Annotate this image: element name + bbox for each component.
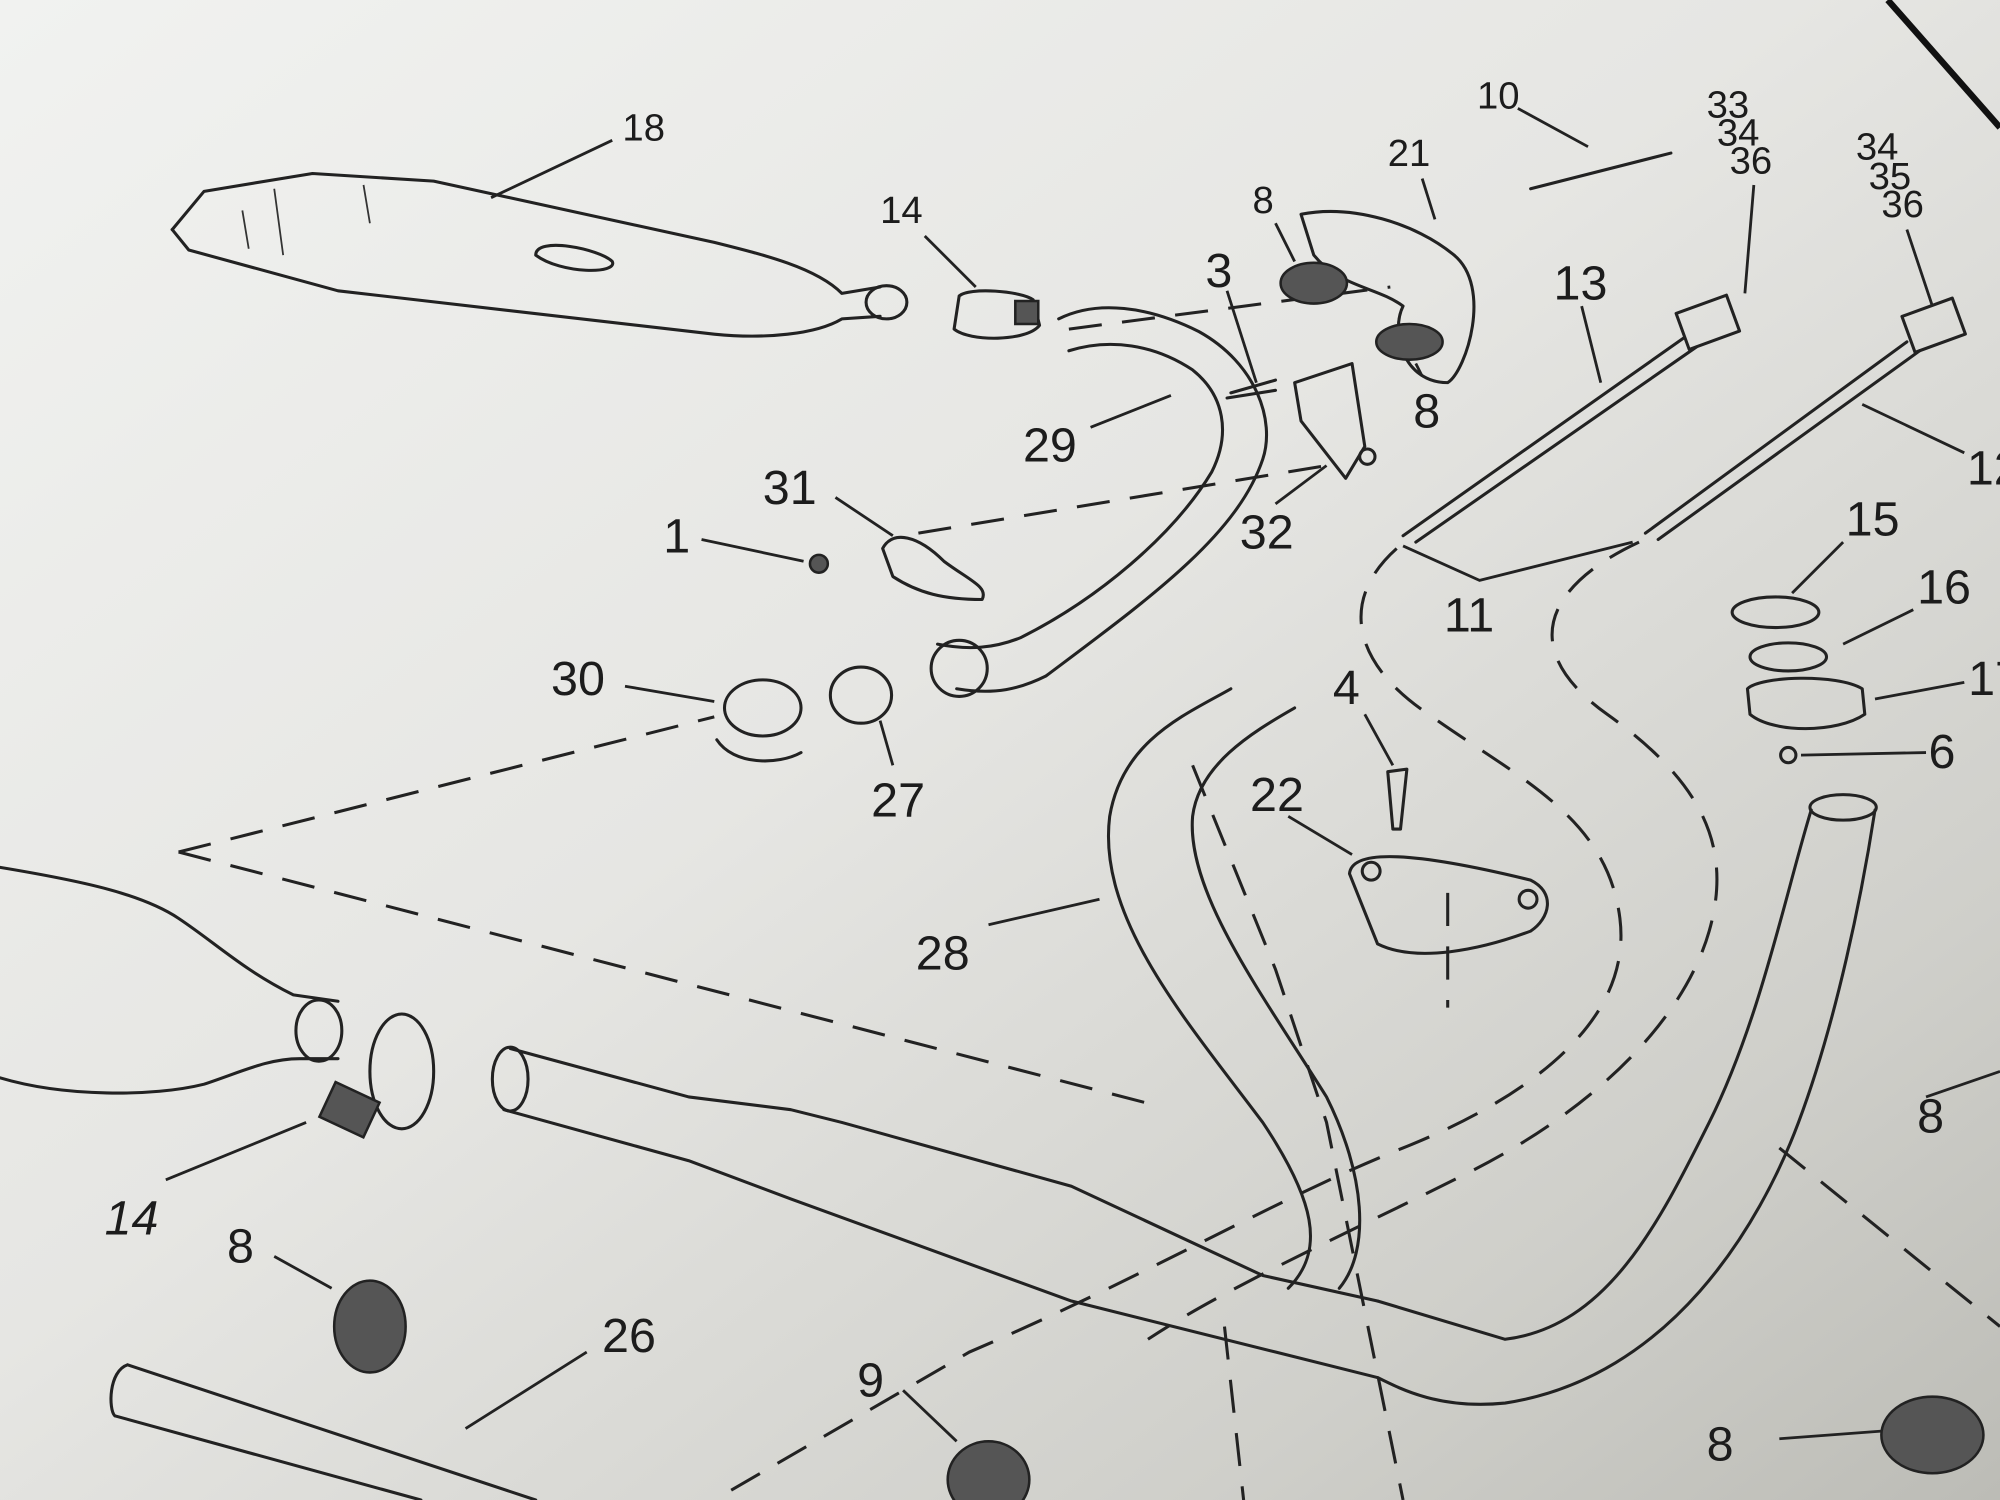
callout-35: 35 xyxy=(1869,155,1912,198)
callout-12: 12 xyxy=(1967,442,2000,496)
callout-34: 34 xyxy=(1856,125,1899,168)
callout-17: 17 xyxy=(1968,652,2000,706)
callout-21: 21 xyxy=(1388,132,1431,175)
callout-9: 9 xyxy=(857,1354,884,1408)
callout-36: 36 xyxy=(1881,183,1924,226)
part-main-crossover-pipe xyxy=(490,1045,1380,1380)
part-29-header-pipe xyxy=(929,306,1268,698)
part-4-bolt xyxy=(1386,767,1409,831)
callout-16: 16 xyxy=(1917,560,1971,614)
callout-31: 31 xyxy=(763,461,817,515)
part-27-sleeve xyxy=(828,665,894,725)
part-8-hose-clamp xyxy=(332,1279,407,1374)
callout-leader-lines xyxy=(165,107,2000,1443)
callout-29: 29 xyxy=(1023,419,1077,473)
part-3-bolt xyxy=(1225,378,1278,400)
callout-8: 8 xyxy=(1413,384,1440,438)
callout-4: 4 xyxy=(1333,661,1360,715)
callout-10: 10 xyxy=(1477,74,1520,117)
part-16-gasket xyxy=(1748,641,1829,673)
part-front-header-pipe xyxy=(1376,793,1878,1406)
callout-6: 6 xyxy=(1929,725,1956,779)
part-21-heat-shield xyxy=(1299,210,1476,385)
callout-32: 32 xyxy=(1240,505,1294,559)
callout-15: 15 xyxy=(1846,493,1900,547)
callout-labels: 18 14 8 21 10 33 34 36 34 35 36 3 13 8 2… xyxy=(105,74,2000,1471)
callout-13: 13 xyxy=(1554,257,1608,311)
part-8-hose-clamp-ring xyxy=(1279,261,1349,305)
callout-11: 11 xyxy=(1444,588,1494,642)
callout-14: 14 xyxy=(880,189,923,232)
callout-8: 8 xyxy=(1917,1090,1944,1144)
callout-8: 8 xyxy=(1253,179,1274,222)
callout-30: 30 xyxy=(551,652,605,706)
part-14-clamp xyxy=(952,289,1042,340)
part-12-oxygen-sensor xyxy=(1643,296,1967,542)
callout-8: 8 xyxy=(227,1220,254,1274)
part-26-pipe xyxy=(109,1363,538,1500)
callout-14: 14 xyxy=(105,1192,159,1246)
part-18-upper-muffler xyxy=(170,171,909,338)
callout-34: 34 xyxy=(1717,111,1760,154)
part-22-bracket xyxy=(1347,855,1549,955)
part-8-hose-clamp xyxy=(1880,1395,1985,1475)
callout-26: 26 xyxy=(602,1309,656,1363)
part-10-pin xyxy=(1529,151,1673,191)
part-lower-muffler xyxy=(0,865,344,1095)
callout-27: 27 xyxy=(871,773,925,827)
callout-36: 36 xyxy=(1730,139,1773,182)
part-28-header-pipe xyxy=(1107,687,1362,1290)
part-14-clamp xyxy=(317,1012,436,1139)
part-8-hose-clamp-ring xyxy=(1375,322,1444,361)
callout-22: 22 xyxy=(1250,768,1304,822)
part-1-nut xyxy=(808,553,830,574)
callout-3: 3 xyxy=(1205,244,1232,298)
page-border-line xyxy=(1885,0,2000,130)
part-13-oxygen-sensor xyxy=(1401,293,1742,544)
callout-33: 33 xyxy=(1707,83,1750,126)
callout-1: 1 xyxy=(663,509,690,563)
callout-18: 18 xyxy=(622,106,665,149)
part-15-gasket xyxy=(1730,595,1821,630)
part-9-hose-clamp xyxy=(946,1440,1031,1500)
part-17-flange xyxy=(1745,676,1867,731)
callout-8: 8 xyxy=(1707,1417,1734,1471)
part-30-clamp xyxy=(715,678,803,763)
part-6-nut xyxy=(1779,745,1798,765)
callout-28: 28 xyxy=(916,926,970,980)
assembly-dashed-lines xyxy=(178,285,2000,1500)
part-31-clamp-bracket xyxy=(881,535,985,602)
part-32-bracket xyxy=(1293,361,1377,480)
